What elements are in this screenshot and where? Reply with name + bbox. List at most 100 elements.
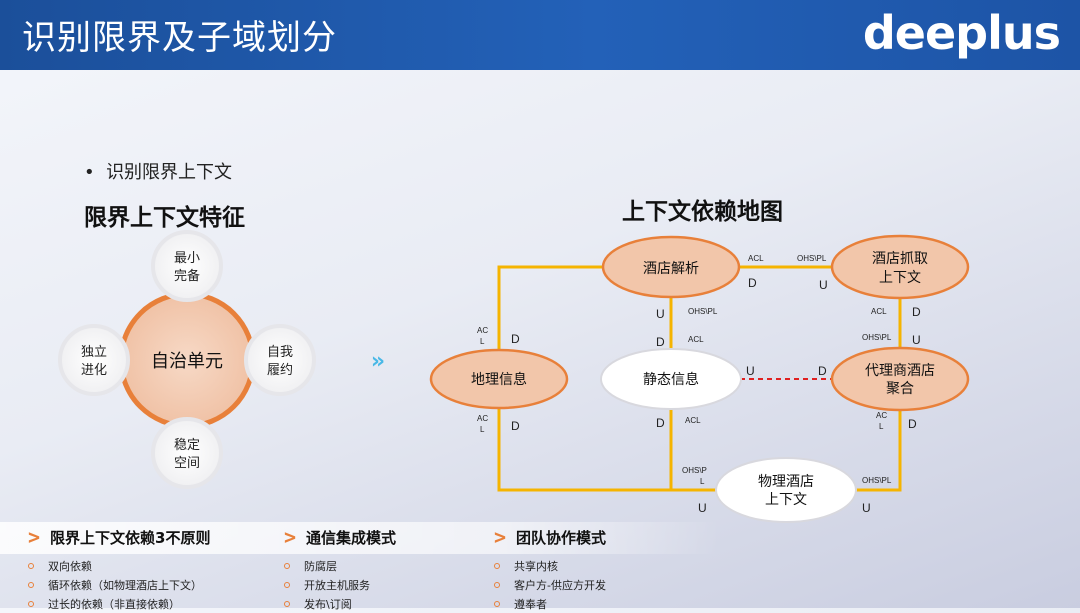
label-acl: ACL — [871, 307, 887, 316]
bullet-dot-icon — [494, 562, 500, 569]
label-ohs-pl: OHS\PL — [797, 254, 827, 263]
node-static — [600, 348, 742, 410]
node-physical-line2: 上下文 — [765, 492, 807, 508]
label-ac: AC — [477, 414, 488, 423]
label-u: U — [862, 501, 871, 515]
label-d: D — [912, 305, 921, 319]
label-d: D — [656, 335, 665, 349]
bottom-highlight-bar — [0, 522, 720, 554]
group-title: > 团队协作模式 — [494, 524, 606, 550]
principles-group: > 限界上下文依赖3不原则 双向依赖 循环依赖（如物理酒店上下文） 过长的依赖（非… — [28, 524, 211, 613]
label-l: L — [480, 337, 485, 346]
double-chevron-icon: » — [371, 349, 385, 374]
autonomy-label: 自治单元 — [151, 351, 223, 372]
team-group: > 团队协作模式 共享内核 客户方-供应方开发 遵奉者 — [494, 524, 606, 613]
node-physical — [715, 457, 857, 523]
label-u: U — [819, 278, 828, 292]
node-hotel-crawl-line2: 上下文 — [879, 270, 921, 286]
node-hotel-crawl-line1: 酒店抓取 — [872, 251, 928, 267]
node-hotel-parse — [601, 235, 741, 299]
group-title-text: 团队协作模式 — [516, 528, 607, 547]
node-agent-line1: 代理商酒店 — [865, 363, 935, 379]
node-geo — [429, 348, 569, 410]
feature-left-line2: 进化 — [81, 363, 107, 378]
node-geo-label: 地理信息 — [471, 371, 527, 388]
list-item-text: 开放主机服务 — [304, 578, 370, 592]
bullet-dot-icon — [284, 600, 290, 607]
feature-left-line1: 独立 — [81, 345, 107, 360]
map-title: 上下文依赖地图 — [622, 199, 783, 225]
list-item-text: 共享内核 — [514, 559, 558, 573]
bullet-dot-icon — [494, 581, 500, 588]
line-geo-to-parse — [497, 265, 604, 352]
list-item: 防腐层 — [284, 556, 396, 575]
bullet-text: 识别限界上下文 — [106, 162, 233, 183]
label-u: U — [656, 307, 665, 321]
node-hotel-crawl — [830, 234, 970, 300]
bullet-dot-icon — [284, 581, 290, 588]
label-acl: ACL — [688, 335, 704, 344]
feature-left-circle — [58, 324, 130, 396]
group-list: 防腐层 开放主机服务 发布\订阅 — [284, 556, 396, 613]
label-d: D — [908, 417, 917, 431]
feature-bottom-line2: 空间 — [174, 456, 200, 471]
list-item: 过长的依赖（非直接依赖） — [28, 594, 211, 613]
label-ohs-pl: OHS\PL — [862, 476, 892, 485]
label-d: D — [511, 419, 520, 433]
group-title-text: 限界上下文依赖3不原则 — [50, 528, 211, 547]
chevron-right-icon: > — [494, 525, 507, 549]
dependency-lines — [497, 265, 902, 492]
feature-top-circle — [151, 230, 223, 302]
feature-top-line1: 最小 — [174, 251, 200, 266]
label-d: D — [511, 332, 520, 346]
label-u: U — [698, 501, 707, 515]
feature-top-line2: 完备 — [174, 268, 200, 284]
label-l: L — [480, 425, 485, 434]
group-list: 双向依赖 循环依赖（如物理酒店上下文） 过长的依赖（非直接依赖） — [28, 556, 211, 613]
feature-right-line2: 履约 — [267, 363, 293, 378]
node-static-label: 静态信息 — [643, 371, 699, 388]
node-agent-line2: 聚合 — [886, 381, 914, 397]
list-item: 客户方-供应方开发 — [494, 575, 606, 594]
list-item-text: 发布\订阅 — [304, 597, 352, 611]
node-agent — [830, 346, 970, 412]
label-l: L — [879, 422, 884, 431]
features-title: 限界上下文特征 — [84, 205, 245, 231]
list-item: 发布\订阅 — [284, 594, 396, 613]
chevron-right-icon: > — [28, 525, 41, 549]
feature-right-line1: 自我 — [267, 345, 293, 360]
list-item: 开放主机服务 — [284, 575, 396, 594]
feature-bottom-circle — [151, 417, 223, 489]
list-item-text: 防腐层 — [304, 559, 337, 573]
list-item: 遵奉者 — [494, 594, 606, 613]
relationship-labels: ACL OHS\PL D U U OHS\PL D ACL ACL D OHS\… — [477, 254, 921, 515]
bullet-dot-icon — [494, 600, 500, 607]
line-agent-to-physical — [855, 408, 902, 492]
node-physical-line1: 物理酒店 — [758, 474, 814, 490]
list-item-text: 双向依赖 — [48, 559, 92, 573]
label-u: U — [912, 333, 921, 347]
label-d: D — [818, 364, 827, 378]
node-hotel-parse-label: 酒店解析 — [643, 261, 699, 277]
bullet-item: • 识别限界上下文 — [84, 162, 233, 183]
label-ohs-pl: OHS\PL — [862, 333, 892, 342]
list-item-text: 循环依赖（如物理酒店上下文） — [48, 578, 202, 592]
group-title: > 通信集成模式 — [284, 524, 396, 550]
label-acl: ACL — [748, 254, 764, 263]
label-l: L — [700, 477, 705, 486]
bullet-dot-icon — [284, 562, 290, 569]
label-u: U — [746, 364, 755, 378]
chevron-right-icon: > — [284, 525, 297, 549]
label-d: D — [748, 276, 757, 290]
label-ohs-p: OHS\P — [682, 466, 707, 475]
header-bar: 识别限界及子域划分 deeplus — [0, 0, 1080, 70]
group-title: > 限界上下文依赖3不原则 — [28, 524, 211, 550]
group-title-text: 通信集成模式 — [306, 528, 397, 547]
bullet-dot-icon — [28, 562, 34, 569]
page-title: 识别限界及子域划分 — [22, 18, 337, 58]
bullet-dot-icon — [28, 600, 34, 607]
label-ac: AC — [876, 411, 887, 420]
list-item: 双向依赖 — [28, 556, 211, 575]
list-item-text: 遵奉者 — [514, 597, 547, 611]
